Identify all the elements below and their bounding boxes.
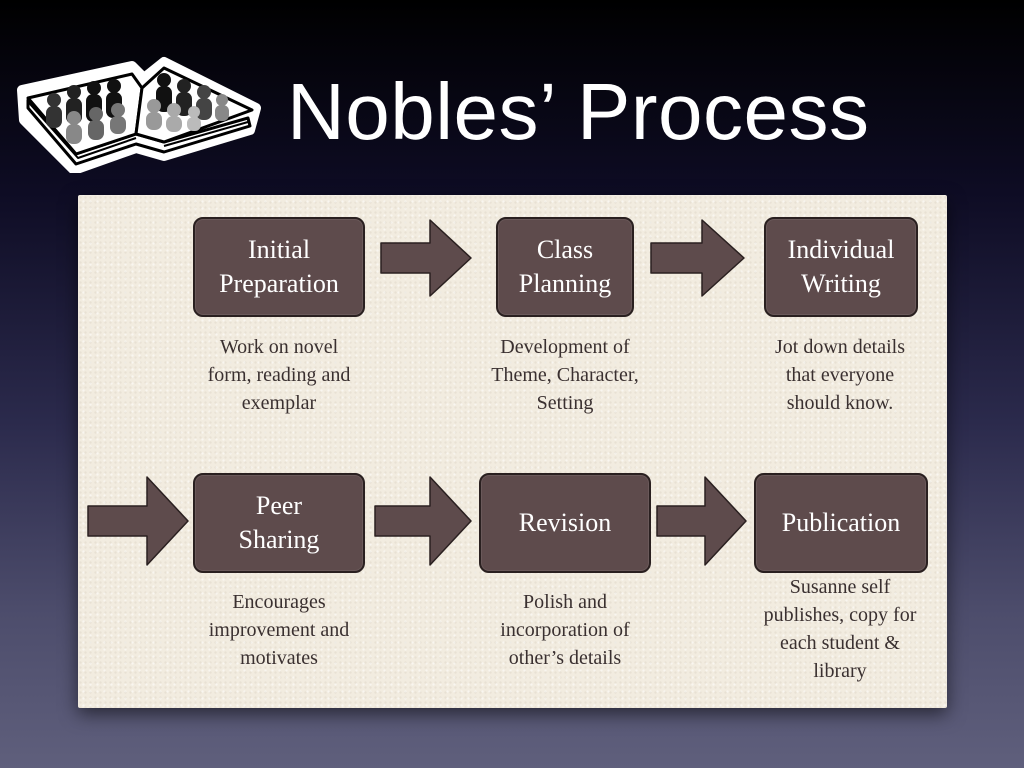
desc-line: Jot down details [775,336,905,358]
step-line: Publication [782,506,900,540]
arrow-class-to-individual [651,220,744,296]
step-line: Writing [801,269,881,298]
arrow-initial-to-class [381,220,471,296]
arrow-peer-to-revision [375,477,471,565]
desc-line: library [813,660,866,682]
desc-line: exemplar [242,392,316,414]
desc-line: Development of [500,336,629,358]
desc-line: Work on novel [220,336,338,358]
step-description-peer: Encourages improvement and motivates [178,588,380,672]
desc-line: motivates [240,647,318,669]
desc-line: Theme, Character, [491,364,638,386]
arrow-revision-to-publication [657,477,746,565]
desc-line: each student & [780,632,900,654]
step-line: Class [537,235,593,264]
step-line: Preparation [219,269,339,298]
desc-line: that everyone [786,364,894,386]
step-line: Individual [788,235,895,264]
desc-line: incorporation of [500,619,629,641]
step-revision: Revision [479,473,651,573]
desc-line: publishes, copy for [764,604,917,626]
desc-line: other’s details [509,647,621,669]
step-description-publication: Susanne self publishes, copy for each st… [738,573,942,685]
desc-line: Setting [537,392,594,414]
slide-title: Nobles’ Process [287,72,870,152]
step-line: Initial [248,235,310,264]
desc-line: form, reading and [208,364,351,386]
step-line: Revision [519,506,611,540]
desc-line: Susanne self [790,576,891,598]
step-line: Planning [519,269,611,298]
desc-line: should know. [787,392,893,414]
open-book-with-people-icon [14,48,264,173]
desc-line: Polish and [523,591,607,613]
step-description-class: Development of Theme, Character, Setting [463,333,667,417]
arrow-entry-to-peer [88,477,188,565]
step-line: Peer [256,491,302,520]
step-description-revision: Polish and incorporation of other’s deta… [463,588,667,672]
desc-line: Encourages [232,591,325,613]
step-publication: Publication [754,473,928,573]
step-line: Sharing [239,525,320,554]
step-description-individual: Jot down details that everyone should kn… [740,333,940,417]
desc-line: improvement and [209,619,350,641]
step-description-initial: Work on novel form, reading and exemplar [178,333,380,417]
